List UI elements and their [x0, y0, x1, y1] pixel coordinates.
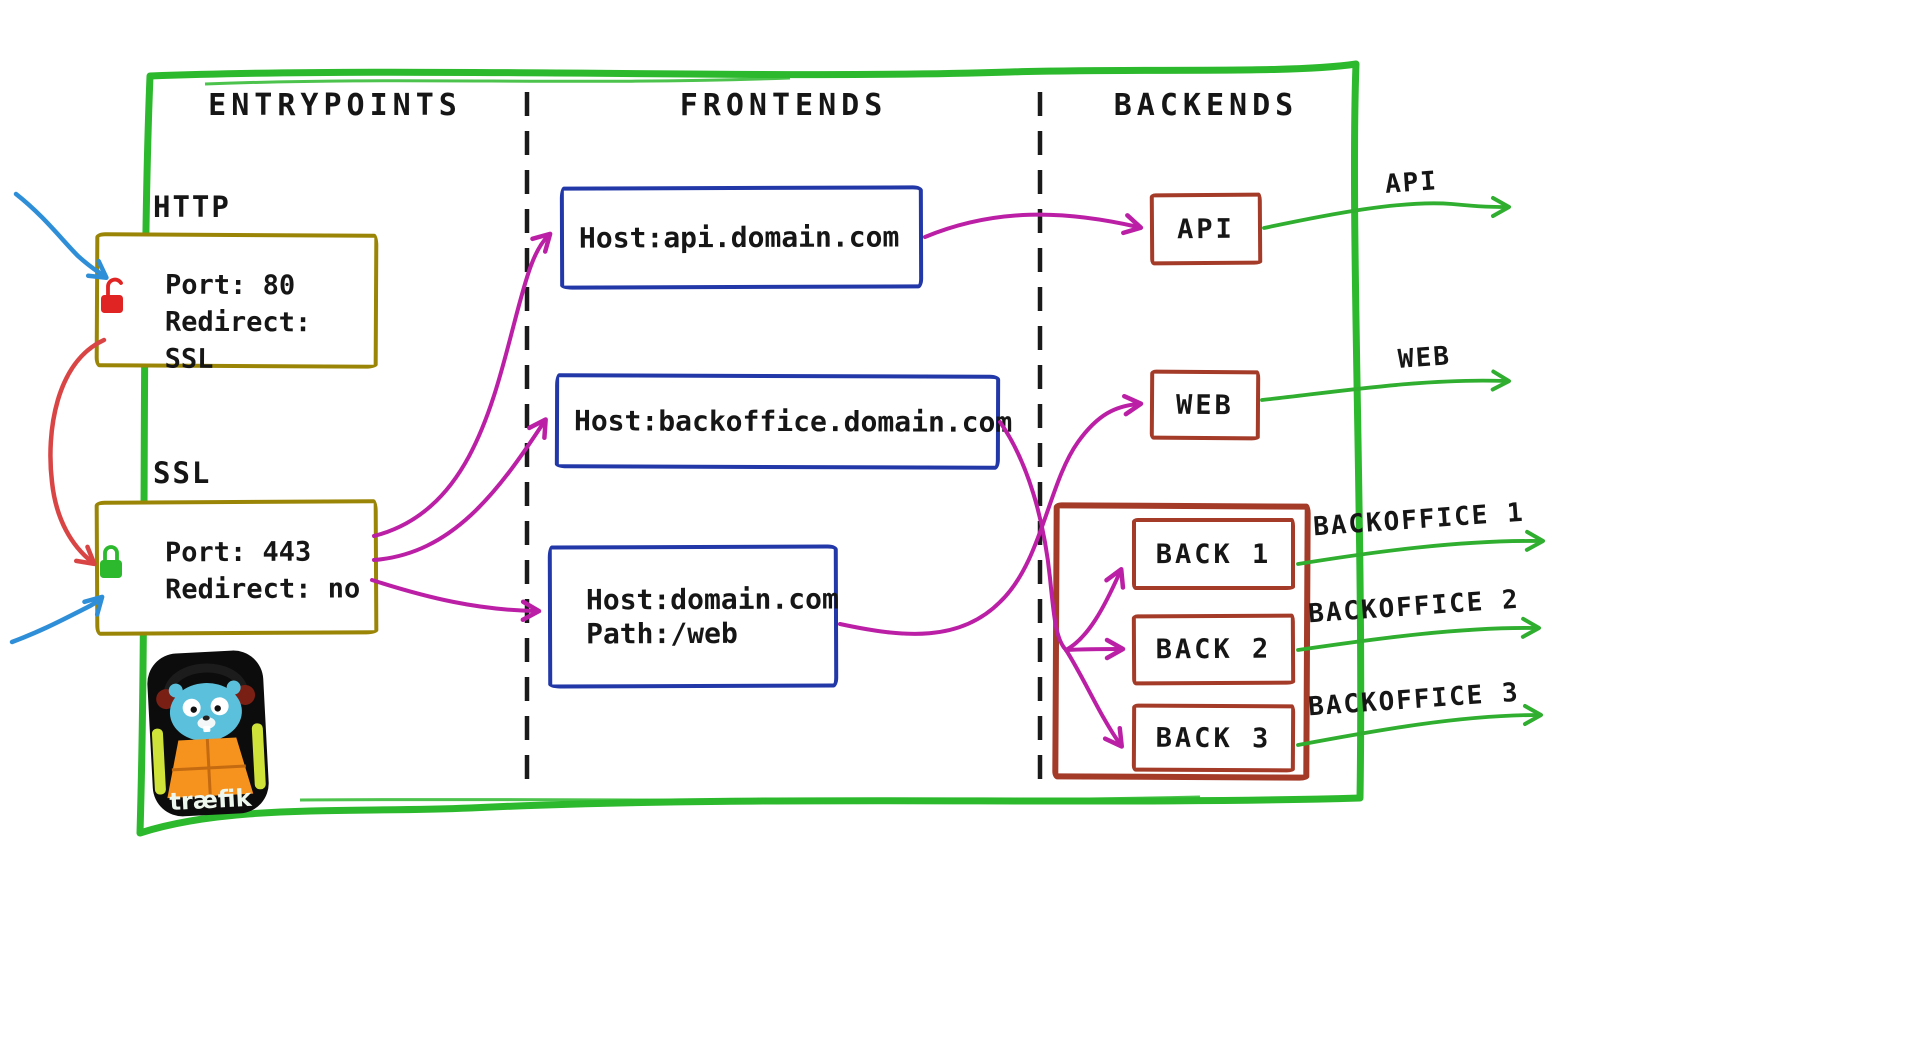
output-backoffice1-label: BACKOFFICE 1	[1312, 497, 1526, 543]
backend-api-label: API	[1177, 213, 1235, 245]
backend-back2-box: BACK 2	[1131, 613, 1296, 686]
frontend-backoffice-box: Host:backoffice.domain.com	[554, 373, 1013, 470]
entrypoint-http-label: HTTP	[153, 190, 231, 224]
entrypoint-ssl-box: Port: 443 Redirect: no	[94, 499, 379, 636]
entrypoint-http-box: Port: 80 Redirect: SSL	[94, 232, 379, 375]
backend-web-label: WEB	[1176, 389, 1234, 421]
http-port-line: Port: 80	[164, 269, 296, 302]
backend-web-box: WEB	[1149, 369, 1261, 441]
ssl-redirect-line: Redirect: no	[165, 573, 361, 606]
column-header-backends: BACKENDS	[1113, 88, 1299, 123]
backend-back3-label: BACK 3	[1155, 722, 1272, 754]
backend-back3-box: BACK 3	[1131, 703, 1296, 773]
backend-back1-label: BACK 1	[1155, 538, 1272, 570]
backend-api-box: API	[1149, 192, 1263, 266]
frontend-web-rule-path: Path:/web	[586, 616, 738, 650]
output-api-label: API	[1384, 166, 1439, 200]
column-header-entrypoints: ENTRYPOINTS	[208, 88, 462, 123]
ssl-port-line: Port: 443	[164, 536, 312, 569]
frontend-api-rule: Host:api.domain.com	[578, 219, 900, 255]
frontend-web-rule-host: Host:domain.com	[585, 581, 839, 616]
output-web-label: WEB	[1397, 341, 1452, 375]
backend-back1-box: BACK 1	[1132, 518, 1295, 590]
frontend-backoffice-rule: Host:backoffice.domain.com	[573, 403, 1013, 439]
frontend-web-box: Host:domain.com Path:/web	[547, 544, 839, 689]
backend-back2-label: BACK 2	[1155, 633, 1272, 666]
http-redirect-line: Redirect: SSL	[164, 306, 312, 375]
entrypoint-ssl-label: SSL	[153, 456, 212, 490]
column-header-frontends: FRONTENDS	[679, 88, 888, 123]
output-backoffice3-label: BACKOFFICE 3	[1307, 677, 1521, 723]
output-backoffice2-label: BACKOFFICE 2	[1307, 584, 1521, 630]
frontend-api-box: Host:api.domain.com	[559, 185, 924, 290]
